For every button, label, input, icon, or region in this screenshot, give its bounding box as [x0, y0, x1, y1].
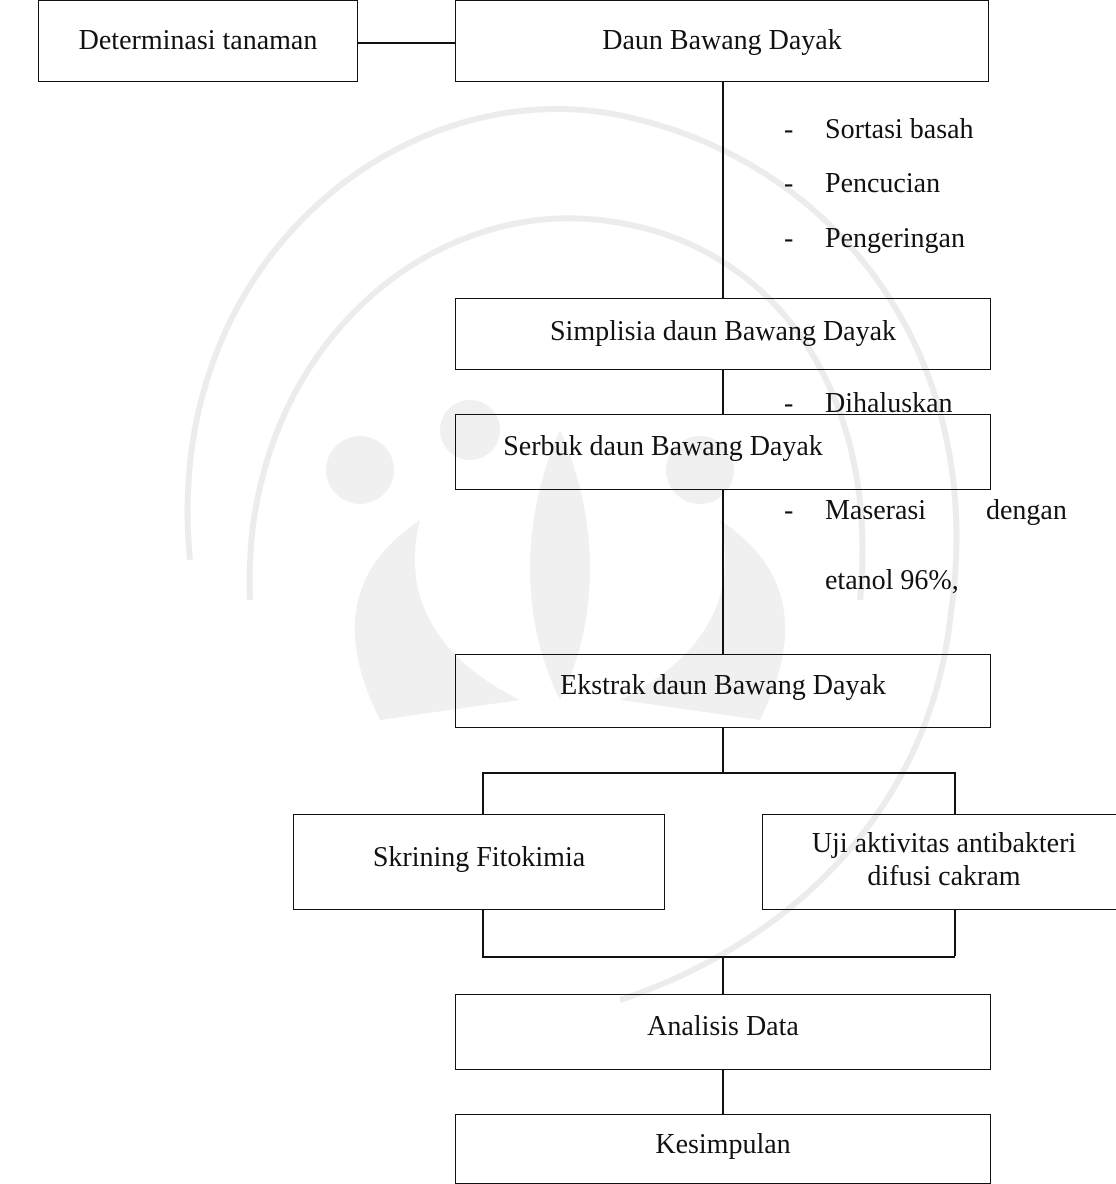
connector-determinasi-daun [358, 42, 455, 44]
daun-label: Daun Bawang Dayak [602, 25, 842, 56]
step-pencucian: Pencucian [825, 168, 941, 199]
box-kesimpulan: Kesimpulan [455, 1114, 991, 1184]
connector-serbuk-ekstrak [722, 490, 724, 654]
skrining-label: Skrining Fitokimia [372, 842, 586, 873]
ekstrak-label: Ekstrak daun Bawang Dayak [560, 670, 886, 701]
connector-analisis-kesimpulan [722, 1070, 724, 1114]
box-analisis-data: Analisis Data [455, 994, 991, 1070]
box-determinasi-tanaman: Determinasi tanaman [38, 0, 358, 82]
step-pengeringan: Pengeringan [825, 223, 965, 254]
kesimpulan-label: Kesimpulan [655, 1129, 791, 1160]
join-right-rise [954, 910, 956, 956]
box-ekstrak: Ekstrak daun Bawang Dayak [455, 654, 991, 728]
box-uji-aktivitas: Uji aktivitas antibakteri difusi cakram [762, 814, 1116, 910]
join-left-rise [482, 910, 484, 956]
join-bar [482, 956, 955, 958]
serbuk-label: Serbuk daun Bawang Dayak [503, 431, 823, 462]
connector-join-analisis [722, 956, 724, 994]
split-bar [482, 772, 955, 774]
step-maserasi-etanol: etanol 96%, [825, 565, 959, 596]
step-dash: - [784, 168, 794, 199]
step-dash: - [784, 223, 794, 254]
analisis-label: Analisis Data [647, 1011, 799, 1042]
connector-simplisia-serbuk [722, 370, 724, 414]
determinasi-label: Determinasi tanaman [78, 25, 318, 56]
box-daun-bawang-dayak: Daun Bawang Dayak [455, 0, 989, 82]
split-left-drop [482, 772, 484, 814]
connector-ekstrak-split [722, 728, 724, 772]
step-dash: - [784, 114, 794, 145]
step-dash: - [784, 495, 794, 526]
connector-daun-simplisia [722, 82, 724, 298]
box-simplisia: Simplisia daun Bawang Dayak [455, 298, 991, 370]
box-skrining-fitokimia: Skrining Fitokimia [293, 814, 665, 910]
step-maserasi: Maserasi [825, 495, 927, 526]
uji-label-line1: Uji aktivitas antibakteri [811, 828, 1077, 859]
step-sortasi-basah: Sortasi basah [825, 114, 974, 145]
step-dash: - [784, 388, 794, 419]
simplisia-label: Simplisia daun Bawang Dayak [549, 316, 897, 347]
step-dihaluskan: Dihaluskan [825, 388, 953, 419]
uji-label-line2: difusi cakram [867, 861, 1021, 892]
step-maserasi-dengan: dengan [986, 495, 1067, 526]
box-serbuk: Serbuk daun Bawang Dayak [455, 414, 991, 490]
split-right-drop [954, 772, 956, 814]
